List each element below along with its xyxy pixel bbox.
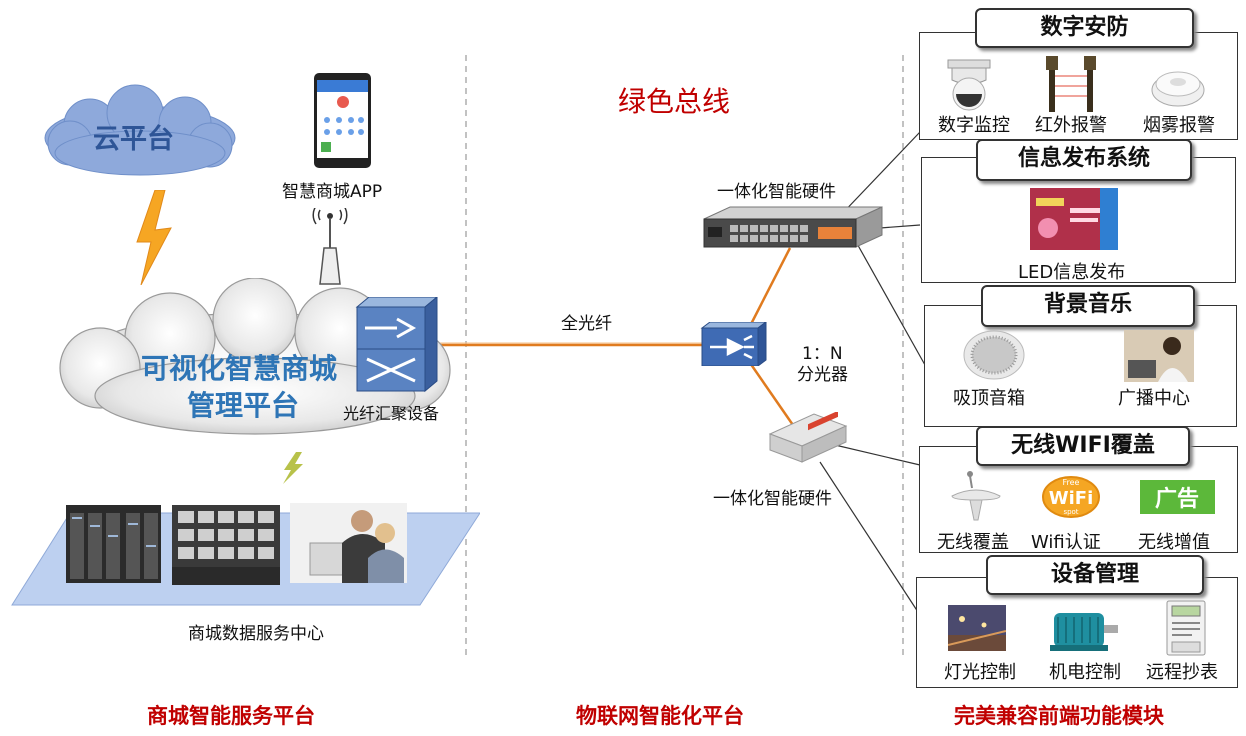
wifi-spot-icon: Free WiFi spot [1042, 476, 1100, 518]
section-label-left: 商城智能服务平台 [147, 704, 315, 728]
app-label: 智慧商城APP [282, 182, 383, 202]
item-remote-meter: 远程抄表 [1146, 662, 1218, 683]
item-wifi-auth: Wifi认证 [1031, 532, 1101, 553]
lighting-control-icon [948, 605, 1006, 651]
ceiling-speaker-icon [963, 330, 1025, 380]
fiber-up [746, 247, 792, 331]
green-bus-title: 绿色总线 [618, 85, 731, 118]
hardware-bottom-label: 一体化智能硬件 [713, 489, 832, 509]
wifi-badge-main: WiFi [1049, 488, 1094, 509]
hardware-top-label: 一体化智能硬件 [717, 182, 836, 202]
fiber-label: 全光纤 [561, 314, 612, 334]
camera-icon [947, 59, 991, 111]
fiber-down [746, 359, 797, 429]
monitor-wall-photo [172, 505, 280, 585]
cloud-platform-icon [44, 84, 236, 176]
module-wifi-title: 无线WIFI覆盖 [976, 426, 1190, 466]
switch-device-icon [703, 206, 883, 248]
module-bg-music-title: 背景音乐 [981, 285, 1195, 327]
splitter-ratio-label: 1：N [802, 344, 843, 364]
smoke-detector-icon [1151, 71, 1205, 107]
splitter-icon [700, 322, 767, 366]
phone-app-icon [314, 73, 371, 168]
lightning-icon [136, 190, 172, 285]
wifi-badge-top: Free [1063, 478, 1080, 487]
led-screen-icon [1030, 188, 1118, 250]
module-info-publish-title: 信息发布系统 [976, 139, 1192, 181]
splitter-label: 分光器 [797, 365, 848, 385]
ad-badge-icon: 广告 [1140, 480, 1215, 514]
item-motor-control: 机电控制 [1049, 662, 1121, 683]
item-wireless-coverage: 无线覆盖 [937, 532, 1009, 553]
aggregation-label: 光纤汇聚设备 [343, 404, 440, 423]
meter-reading-icon [1166, 600, 1206, 656]
item-wireless-value: 无线增值 [1138, 532, 1210, 553]
management-cloud-icon [59, 278, 451, 435]
item-lighting-control: 灯光控制 [944, 662, 1016, 683]
motor-control-icon [1050, 613, 1118, 651]
operators-photo [290, 503, 407, 583]
item-ceiling-speaker: 吸顶音箱 [953, 388, 1025, 409]
antenna-icon [312, 208, 348, 285]
wireless-ap-icon [951, 471, 1001, 521]
management-platform-title-line1: 可视化智慧商城 [141, 352, 338, 385]
aggregation-switch-icon [355, 297, 438, 393]
server-room-photo [66, 505, 161, 583]
section-label-right: 完美兼容前端功能模块 [954, 704, 1164, 728]
broadcast-center-icon [1124, 330, 1194, 382]
item-video-surveillance: 数字监控 [938, 115, 1010, 136]
cloud-platform-label: 云平台 [93, 124, 174, 155]
ad-badge-text: 广告 [1155, 486, 1199, 512]
management-platform-title-line2: 管理平台 [187, 389, 300, 422]
item-broadcast-center: 广播中心 [1118, 388, 1190, 409]
small-lightning-icon [283, 452, 303, 484]
infrared-icon [1046, 56, 1096, 112]
item-led-publish: LED信息发布 [1018, 262, 1126, 283]
module-device-mgmt-title: 设备管理 [986, 555, 1204, 595]
wifi-badge-bottom: spot [1063, 508, 1078, 516]
section-label-middle: 物联网智能化平台 [576, 704, 744, 728]
box-device-icon [768, 412, 848, 463]
datacenter-label: 商城数据服务中心 [188, 624, 324, 644]
item-infrared-alarm: 红外报警 [1035, 115, 1107, 136]
module-security-title: 数字安防 [975, 8, 1194, 48]
item-smoke-alarm: 烟雾报警 [1143, 115, 1215, 136]
